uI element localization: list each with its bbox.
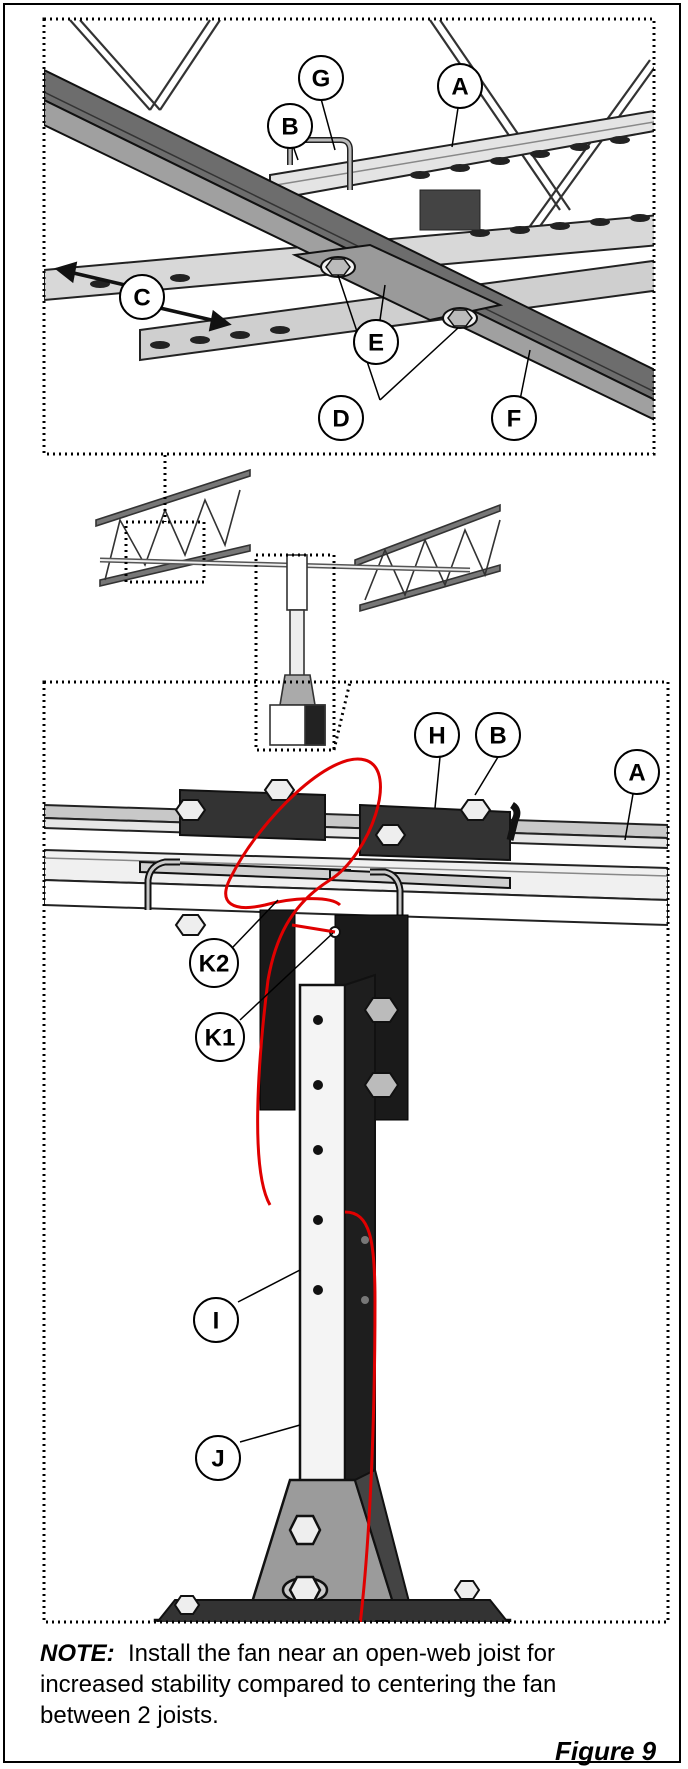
note-label: NOTE: xyxy=(40,1640,115,1667)
callout-g xyxy=(298,55,344,101)
callout-label-a-top: A xyxy=(451,74,468,101)
callout-j xyxy=(195,1435,241,1481)
figure-label: Figure 9 xyxy=(555,1736,657,1766)
note-text: Install the fan near an open-web joist f… xyxy=(40,1640,557,1729)
callout-label-g: G xyxy=(312,66,331,93)
callout-b-top xyxy=(267,103,313,149)
overview-box-left xyxy=(124,520,206,584)
callout-label-e: E xyxy=(368,330,384,357)
top-detail-view xyxy=(44,19,654,421)
callout-label-a-bottom: A xyxy=(628,760,645,787)
callout-label-f: F xyxy=(507,406,522,433)
callout-b-bottom xyxy=(475,712,521,758)
callout-label-k1: K1 xyxy=(205,1025,236,1052)
callout-a-top xyxy=(437,63,483,109)
callout-label-j: J xyxy=(211,1446,224,1473)
callout-e xyxy=(353,319,399,365)
callout-label-i: I xyxy=(213,1308,220,1335)
callout-label-h: H xyxy=(428,723,445,750)
callout-label-k2: K2 xyxy=(199,951,230,978)
callout-k1 xyxy=(195,1012,245,1062)
top-detail-border xyxy=(42,17,656,456)
bolt-icon xyxy=(320,256,356,278)
callout-label-d: D xyxy=(332,406,349,433)
bottom-detail-border xyxy=(42,680,670,1624)
bottom-detail-view xyxy=(44,757,668,1622)
installation-note: NOTE: Install the fan near an open-web j… xyxy=(40,1638,650,1731)
callout-label-b-top: B xyxy=(281,114,298,141)
callout-label-b-bottom: B xyxy=(489,723,506,750)
overview-diagram xyxy=(95,468,501,746)
callout-f xyxy=(491,395,537,441)
callout-d xyxy=(318,395,364,441)
callout-k2 xyxy=(189,938,239,988)
overview-box-center xyxy=(254,553,336,752)
callout-i xyxy=(193,1297,239,1343)
callout-h xyxy=(414,712,460,758)
callout-label-c: C xyxy=(133,285,150,312)
callout-a-bottom xyxy=(614,749,660,795)
bolt-icon xyxy=(442,307,478,329)
callout-c xyxy=(119,274,165,320)
